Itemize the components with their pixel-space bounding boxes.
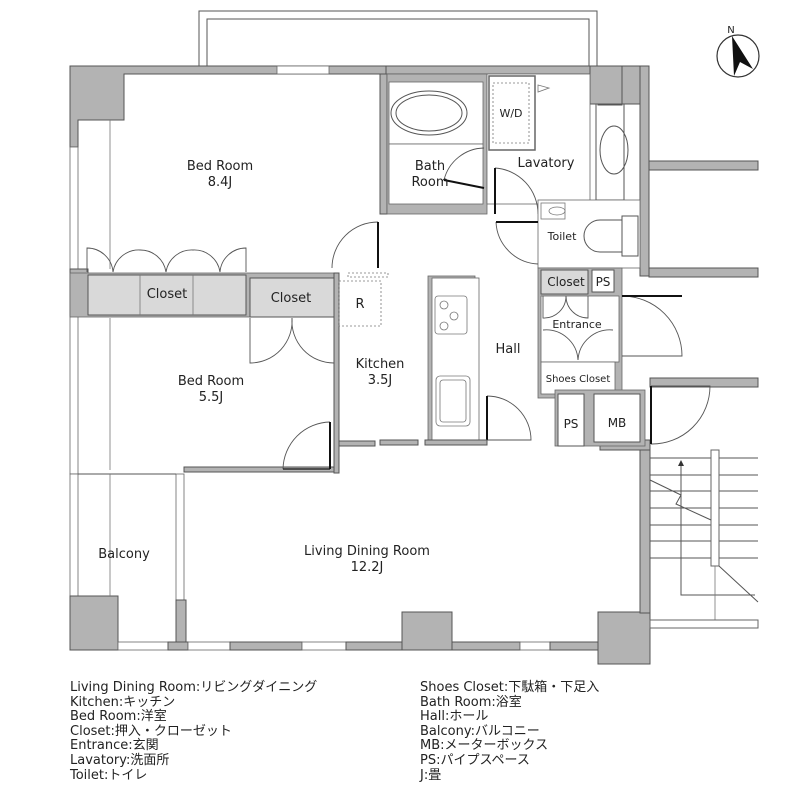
legend-item: Shoes Closet:下駄箱・下足入 [420, 680, 600, 695]
bed-room-1: Bed Room 8.4J [109, 73, 388, 269]
legend-item: Balcony:バルコニー [420, 723, 540, 739]
legend-item: Lavatory:洗面所 [70, 752, 170, 768]
bath-room: Bath Room [386, 73, 488, 215]
refrigerator [338, 280, 382, 327]
entrance-label: Entrance [552, 318, 602, 331]
refrigerator-label: R [355, 297, 364, 312]
living-size: 12.2J [351, 560, 384, 575]
closet-entrance-label: Closet [547, 275, 585, 289]
legend-item: Closet:押入・クローゼット [70, 723, 232, 739]
balcony-label: Balcony [98, 547, 150, 562]
living-dining-room: Living Dining Room 12.2J [304, 439, 488, 575]
legend-item: Hall:ホール [420, 709, 489, 725]
toilet: Toilet [495, 199, 641, 269]
floor-plan: Bed Room 8.4J Closet Closet Bed Room 5.5… [69, 10, 760, 665]
bath-label-2: Room [411, 175, 448, 190]
compass-north-label: N [727, 25, 734, 36]
toilet-label: Toilet [547, 230, 577, 243]
shoes-closet-label: Shoes Closet [546, 374, 611, 385]
legend-item: J:畳 [420, 767, 442, 783]
legend-item: Toilet:トイレ [70, 767, 148, 783]
legend-item: Bath Room:浴室 [420, 694, 522, 710]
balcony: Balcony [78, 473, 176, 596]
top-balcony [198, 10, 598, 68]
bed-room-2-size: 5.5J [199, 390, 224, 405]
kitchen: R Kitchen 3.5J [338, 272, 480, 445]
legend-item: MB:メーターボックス [420, 738, 549, 754]
compass-icon: N [716, 25, 760, 78]
bath-label-1: Bath [415, 159, 445, 174]
legend-item: Kitchen:キッチン [70, 694, 176, 710]
kitchen-label: Kitchen [356, 357, 405, 372]
lavatory: W/D Lavatory [486, 73, 629, 215]
bed-room-1-label: Bed Room [187, 159, 253, 174]
closet-row: Closet Closet [69, 247, 336, 364]
legend-left: Living Dining Room:リビングダイニング Kitchen:キッチ… [70, 680, 318, 783]
legend-item: Living Dining Room:リビングダイニング [70, 680, 318, 695]
legend-item: Entrance:玄関 [70, 738, 159, 754]
utility: PS MB [554, 377, 759, 447]
stairs [649, 449, 759, 629]
closet-main-label: Closet [147, 287, 188, 302]
mb-label: MB [608, 416, 627, 430]
legend-right: Shoes Closet:下駄箱・下足入 Bath Room:浴室 Hall:ホ… [420, 680, 600, 783]
bed-room-2: Bed Room 5.5J [109, 272, 376, 474]
hall-label: Hall [496, 342, 521, 357]
bed-room-1-size: 8.4J [208, 175, 233, 190]
legend-item: Bed Room:洋室 [70, 709, 167, 725]
hall: Hall [486, 342, 532, 441]
kitchen-size: 3.5J [368, 373, 393, 388]
legend-item: PS:パイプスペース [420, 752, 530, 768]
entrance: Closet PS Entrance Shoes Closet [537, 267, 683, 399]
ps-bottom-label: PS [564, 417, 579, 431]
closet-bed2-label: Closet [271, 291, 312, 306]
bed-room-2-label: Bed Room [178, 374, 244, 389]
living-label: Living Dining Room [304, 544, 430, 559]
ps-top-label: PS [596, 275, 611, 289]
lavatory-label: Lavatory [518, 156, 575, 171]
wd-label: W/D [499, 107, 522, 120]
